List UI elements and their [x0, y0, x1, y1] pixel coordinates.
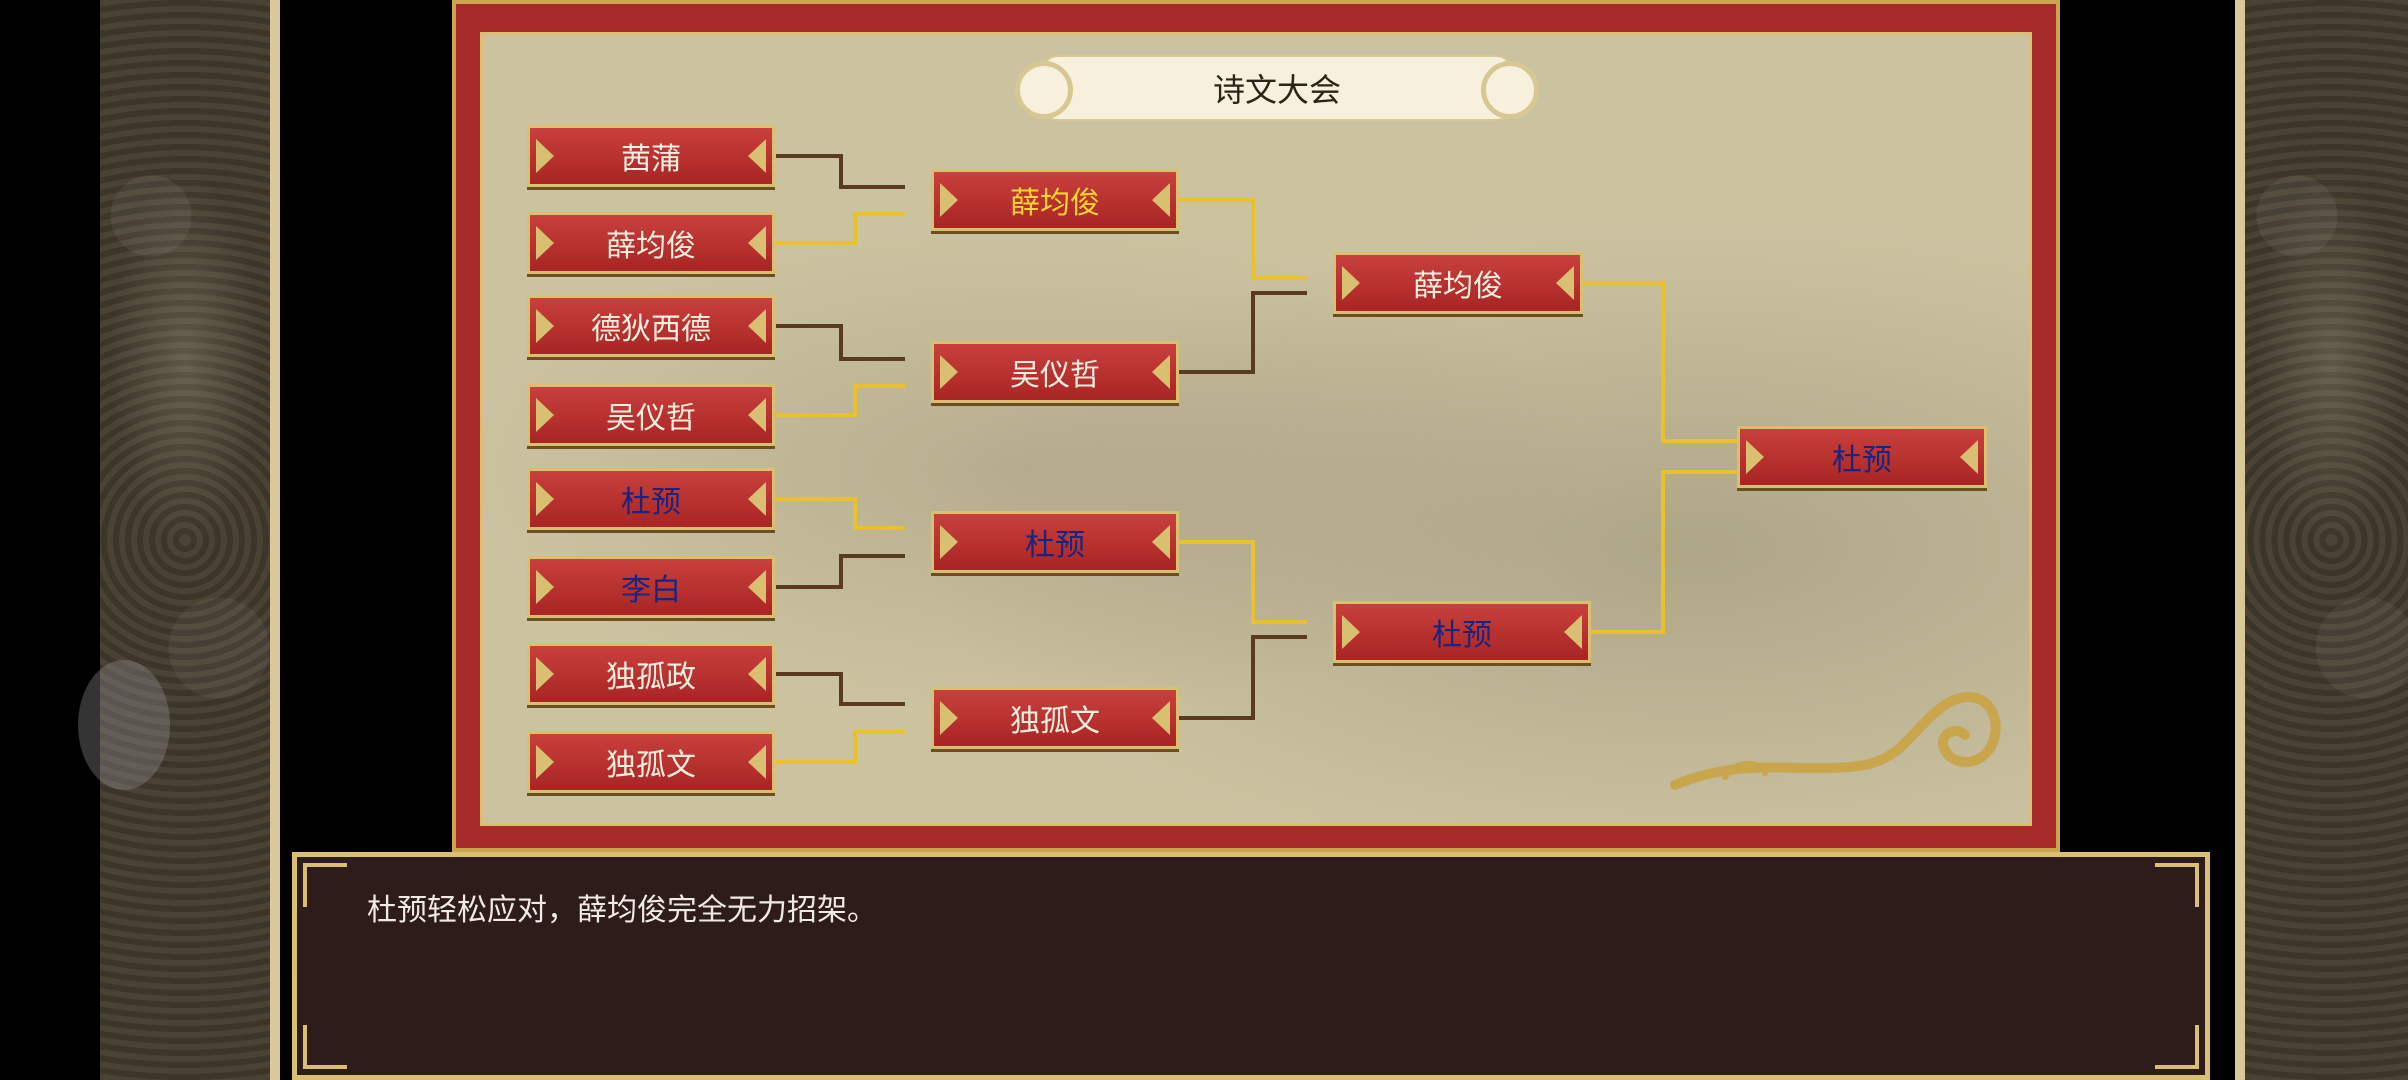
bracket-slot-champion: 杜预	[1737, 426, 1987, 488]
contestant-name: 独孤文	[1010, 704, 1100, 739]
dialog-box[interactable]: 杜预轻松应对，薛均俊完全无力招架。	[292, 852, 2210, 1080]
contestant-name: 独孤文	[606, 748, 696, 783]
dialog-text: 杜预轻松应对，薛均俊完全无力招架。	[367, 893, 877, 928]
bracket-slot-r2-4: 独孤文	[931, 687, 1179, 749]
connector-line	[776, 154, 905, 189]
floating-assist-button[interactable]	[78, 660, 170, 790]
chevron-right-icon	[1564, 615, 1582, 649]
contestant-name: 杜预	[621, 485, 681, 520]
bracket-area: 诗文大会 茜蒲 薛均俊	[480, 32, 2032, 826]
chevron-left-icon	[536, 657, 554, 691]
connector-line	[776, 384, 905, 417]
chevron-right-icon	[1960, 440, 1978, 474]
chevron-right-icon	[748, 139, 766, 173]
chevron-left-icon	[536, 139, 554, 173]
chevron-left-icon	[1342, 266, 1360, 300]
connector-line	[1583, 470, 1737, 634]
contestant-name: 独孤政	[606, 660, 696, 695]
chevron-right-icon	[1152, 525, 1170, 559]
connector-line	[776, 212, 905, 245]
bracket-slot-r1-1: 茜蒲	[527, 125, 775, 187]
chevron-left-icon	[940, 355, 958, 389]
contestant-name: 薛均俊	[1413, 269, 1503, 304]
chevron-right-icon	[748, 398, 766, 432]
right-decor-panel	[2235, 0, 2408, 1080]
bracket-slot-r1-2: 薛均俊	[527, 212, 775, 274]
corner-ornament	[2155, 1025, 2199, 1069]
contestant-name: 薛均俊	[1010, 186, 1100, 221]
bracket-slot-r3-1: 薛均俊	[1333, 252, 1583, 314]
contestant-name: 茜蒲	[621, 142, 681, 177]
chevron-right-icon	[748, 226, 766, 260]
connector-line	[776, 730, 905, 764]
chevron-right-icon	[748, 482, 766, 516]
bracket-slot-r2-1: 薛均俊	[931, 169, 1179, 231]
cloud-swirl-ornament	[1670, 692, 2001, 790]
bracket-slot-r1-5: 杜预	[527, 468, 775, 530]
tournament-title: 诗文大会	[1015, 55, 1539, 121]
chevron-left-icon	[536, 482, 554, 516]
tournament-board: 诗文大会 茜蒲 薛均俊	[452, 0, 2060, 852]
contestant-name: 杜预	[1025, 528, 1085, 563]
contestant-name: 吴仪哲	[606, 401, 696, 436]
contestant-name: 德狄西德	[591, 312, 711, 347]
connector-line	[776, 672, 905, 706]
bracket-slot-r2-2: 吴仪哲	[931, 341, 1179, 403]
bracket-slot-r1-7: 独孤政	[527, 643, 775, 705]
chevron-right-icon	[748, 657, 766, 691]
connector-line	[1583, 281, 1737, 443]
corner-ornament	[303, 863, 347, 907]
chevron-right-icon	[1556, 266, 1574, 300]
contestant-name: 杜预	[1432, 618, 1492, 653]
bracket-slot-r2-3: 杜预	[931, 511, 1179, 573]
chevron-left-icon	[536, 309, 554, 343]
chevron-right-icon	[1152, 355, 1170, 389]
connector-line	[1178, 635, 1307, 720]
chevron-right-icon	[748, 570, 766, 604]
corner-ornament	[303, 1025, 347, 1069]
chevron-left-icon	[536, 226, 554, 260]
connector-line	[1178, 291, 1307, 374]
left-decor-panel	[100, 0, 280, 1080]
bracket-slot-r1-4: 吴仪哲	[527, 384, 775, 446]
contestant-name: 薛均俊	[606, 229, 696, 264]
connector-line	[776, 497, 905, 530]
chevron-right-icon	[748, 745, 766, 779]
chevron-right-icon	[748, 309, 766, 343]
contestant-name: 杜预	[1832, 443, 1892, 478]
chevron-right-icon	[1152, 183, 1170, 217]
chevron-left-icon	[536, 570, 554, 604]
contestant-name: 吴仪哲	[1010, 358, 1100, 393]
bracket-slot-r3-2: 杜预	[1333, 601, 1591, 663]
chevron-left-icon	[940, 701, 958, 735]
chevron-left-icon	[536, 745, 554, 779]
chevron-right-icon	[1152, 701, 1170, 735]
connector-line	[1178, 540, 1307, 624]
dragon-ornament	[110, 170, 260, 550]
connector-line	[776, 554, 905, 589]
contestant-name: 李白	[621, 573, 681, 608]
connector-line	[1178, 198, 1307, 280]
dragon-ornament	[2255, 170, 2405, 550]
bracket-slot-r1-8: 独孤文	[527, 731, 775, 793]
bracket-slot-r1-3: 德狄西德	[527, 295, 775, 357]
chevron-left-icon	[940, 183, 958, 217]
chevron-left-icon	[940, 525, 958, 559]
chevron-left-icon	[1342, 615, 1360, 649]
chevron-left-icon	[536, 398, 554, 432]
bracket-slot-r1-6: 李白	[527, 556, 775, 618]
bracket-lines	[776, 154, 1737, 764]
chevron-left-icon	[1746, 440, 1764, 474]
corner-ornament	[2155, 863, 2199, 907]
connector-line	[776, 324, 905, 361]
